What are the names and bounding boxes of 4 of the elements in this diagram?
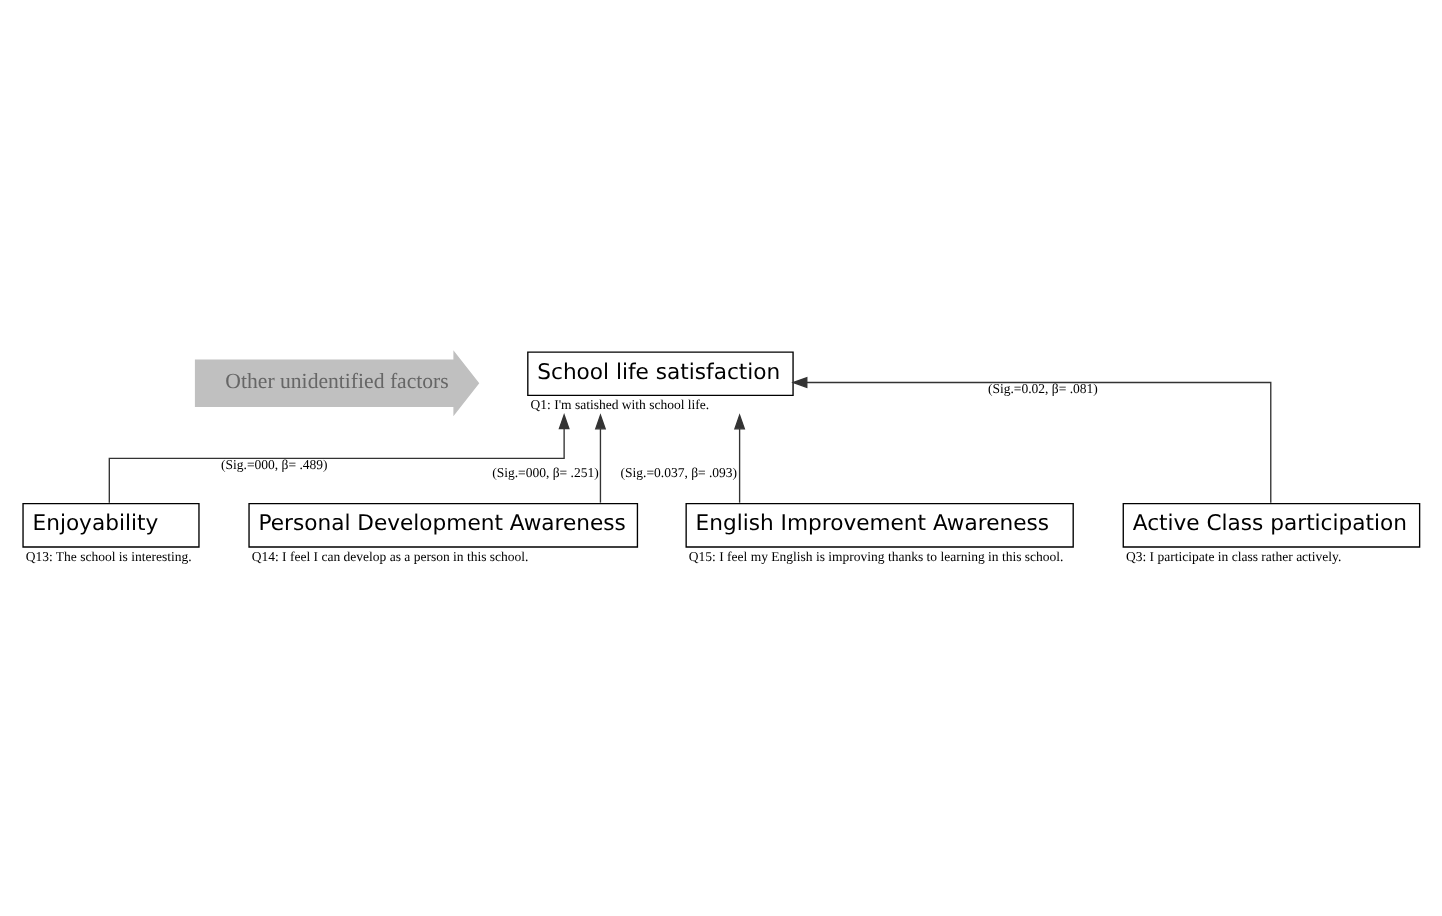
arrow [108,412,570,503]
arrow [594,412,607,503]
arrow [733,412,746,503]
arrow [791,375,1272,503]
